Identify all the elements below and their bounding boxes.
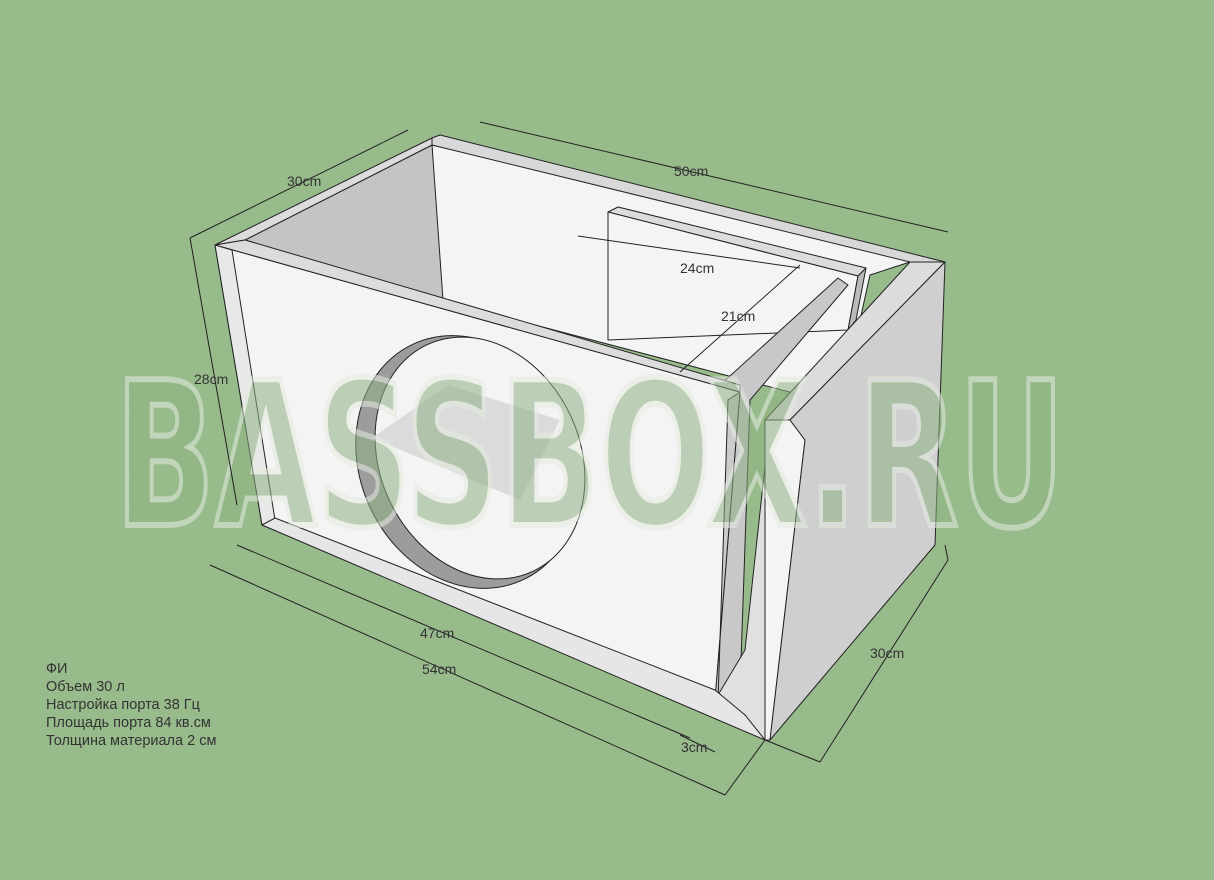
front-baffle-top — [214, 239, 741, 393]
dim-port-length: 24cm — [680, 260, 714, 276]
right-panel-side — [769, 261, 946, 741]
dim-port-depth: 21cm — [721, 308, 755, 324]
dim-inner-width: 47cm — [420, 625, 454, 641]
watermark: BASSBOX.RU — [115, 340, 1065, 573]
note-tuning: Настройка порта 38 Гц — [46, 697, 200, 713]
note-volume: Объем 30 л — [46, 679, 125, 695]
note-type: ФИ — [46, 661, 68, 677]
dim-top-depth: 30cm — [287, 173, 321, 189]
hole-inner-wall — [372, 385, 560, 500]
port-divider-end — [847, 267, 867, 331]
dimension-lines — [189, 121, 949, 796]
note-thickness: Толщина материала 2 см — [46, 733, 217, 749]
dim-side-depth: 30cm — [870, 645, 904, 661]
dim-outer-width: 54cm — [422, 661, 456, 677]
dim-top-width: 50cm — [674, 163, 708, 179]
specs-notes: ФИ Объем 30 л Настройка порта 38 Гц Площ… — [46, 660, 216, 750]
note-port-area: Площадь порта 84 кв.см — [46, 715, 211, 731]
dim-height: 28cm — [194, 371, 228, 387]
dim-port-gap: 3cm — [681, 739, 707, 755]
bottom-panel — [261, 517, 766, 741]
